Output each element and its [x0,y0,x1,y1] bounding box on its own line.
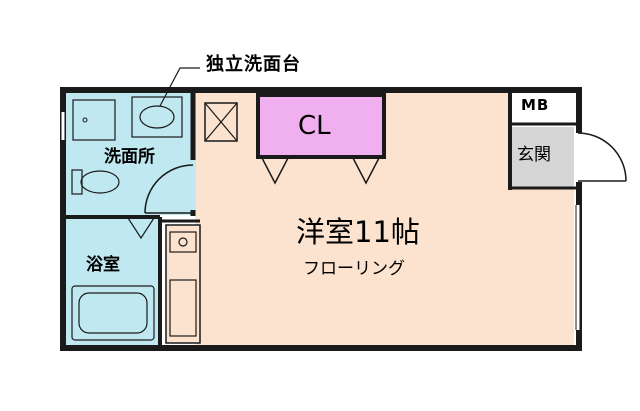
bathroom-label: 浴室 [86,255,120,275]
meter-box-area [510,93,574,127]
bathtub [71,285,155,341]
bathroom-door [127,217,155,240]
kitchen-stove [169,231,197,253]
toilet-tank [71,169,83,195]
flooring-label: フローリング [303,259,405,279]
kitchen-counter [165,224,201,344]
washbasin-counter [131,96,183,138]
washroom-label: 洗面所 [104,147,155,167]
washbasin-callout-line [159,67,200,107]
entrance-area [510,127,574,187]
entrance-label: 玄関 [517,145,551,165]
washroom-area [66,93,193,215]
bathroom-area [66,219,162,346]
western-room-label: 洋室11帖 [296,215,420,249]
entrance-door-swing [577,132,627,182]
closet-door-right [352,157,380,185]
meter-box-label: MB [521,96,550,114]
washroom-door-swing [144,164,194,214]
kitchen-sink [169,279,197,337]
closet-door-left [261,157,289,185]
ventilation-cross-2 [204,102,238,142]
closet-area [256,93,386,159]
toilet-bowl [80,170,120,194]
bathtub-inner [78,292,148,334]
drain-dot [82,117,88,123]
washbasin-bowl [139,105,175,129]
closet-label: CL [298,111,331,141]
washing-machine-place [72,99,116,141]
entrance-right-strip [510,187,574,346]
independent-washbasin-label: 独立洗面台 [206,54,301,75]
kitchen-burner [178,237,188,247]
ventilation-box [204,102,238,142]
